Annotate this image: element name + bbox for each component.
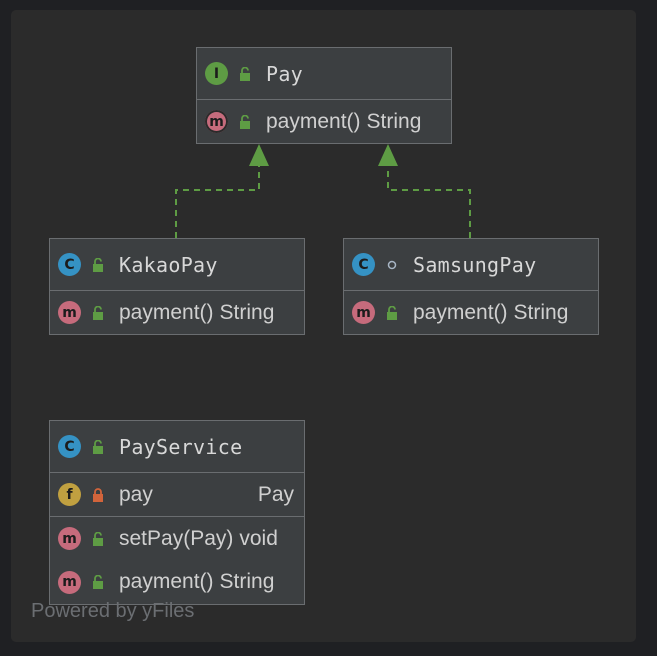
method-return-type: String xyxy=(513,300,569,324)
method-return-type: String xyxy=(219,570,275,593)
node-payservice-method-payment[interactable]: m payment() String xyxy=(50,560,304,604)
public-lock-icon xyxy=(89,573,107,591)
method-icon: m xyxy=(352,301,375,324)
node-kakaopay[interactable]: C KakaoPay m payment() String xyxy=(49,238,305,335)
node-payservice-title: PayService xyxy=(119,434,243,459)
public-lock-icon xyxy=(236,65,254,83)
class-icon: C xyxy=(58,253,81,276)
node-kakaopay-title: KakaoPay xyxy=(119,252,218,277)
public-lock-icon xyxy=(383,304,401,322)
node-payservice-field[interactable]: f pay Pay xyxy=(50,472,304,516)
package-private-dot-icon xyxy=(383,256,401,274)
node-kakaopay-header: C KakaoPay xyxy=(50,239,304,290)
interface-icon: I xyxy=(205,62,228,85)
private-lock-icon xyxy=(89,486,107,504)
field-name: pay xyxy=(119,482,153,506)
node-payservice[interactable]: C PayService f pay Pay m setPay(Pay) voi… xyxy=(49,420,305,605)
node-payservice-method-setpay[interactable]: m setPay(Pay) void xyxy=(50,516,304,560)
class-icon: C xyxy=(352,253,375,276)
yfiles-watermark: Powered by yFiles xyxy=(31,600,195,622)
method-icon: m xyxy=(58,570,81,594)
method-return-type: void xyxy=(239,526,278,550)
node-kakaopay-method[interactable]: m payment() String xyxy=(50,290,304,334)
node-samsungpay-title: SamsungPay xyxy=(413,252,537,277)
method-return-type: String xyxy=(219,300,275,324)
public-lock-icon xyxy=(89,530,107,548)
public-lock-icon xyxy=(89,256,107,274)
method-return-type: String xyxy=(366,109,422,133)
method-name: payment() xyxy=(413,300,508,324)
method-name: payment() xyxy=(266,109,361,133)
method-icon: m xyxy=(58,301,81,324)
method-name: payment() xyxy=(119,570,214,593)
node-samsungpay-method[interactable]: m payment() String xyxy=(344,290,598,334)
node-pay-method[interactable]: m payment() String xyxy=(197,99,451,143)
public-lock-icon xyxy=(89,438,107,456)
public-lock-icon xyxy=(89,304,107,322)
field-icon: f xyxy=(58,483,81,506)
node-pay-title: Pay xyxy=(266,61,304,86)
node-pay-header: I Pay xyxy=(197,48,451,99)
node-payservice-header: C PayService xyxy=(50,421,304,472)
node-samsungpay[interactable]: C SamsungPay m payment() String xyxy=(343,238,599,335)
method-icon: m xyxy=(205,110,228,133)
node-pay[interactable]: I Pay m payment() String xyxy=(196,47,452,144)
method-name: payment() xyxy=(119,300,214,324)
class-icon: C xyxy=(58,435,81,458)
field-type: Pay xyxy=(257,482,294,506)
node-samsungpay-header: C SamsungPay xyxy=(344,239,598,290)
method-icon: m xyxy=(58,527,81,550)
method-name: setPay(Pay) xyxy=(119,526,234,550)
public-lock-icon xyxy=(236,113,254,131)
